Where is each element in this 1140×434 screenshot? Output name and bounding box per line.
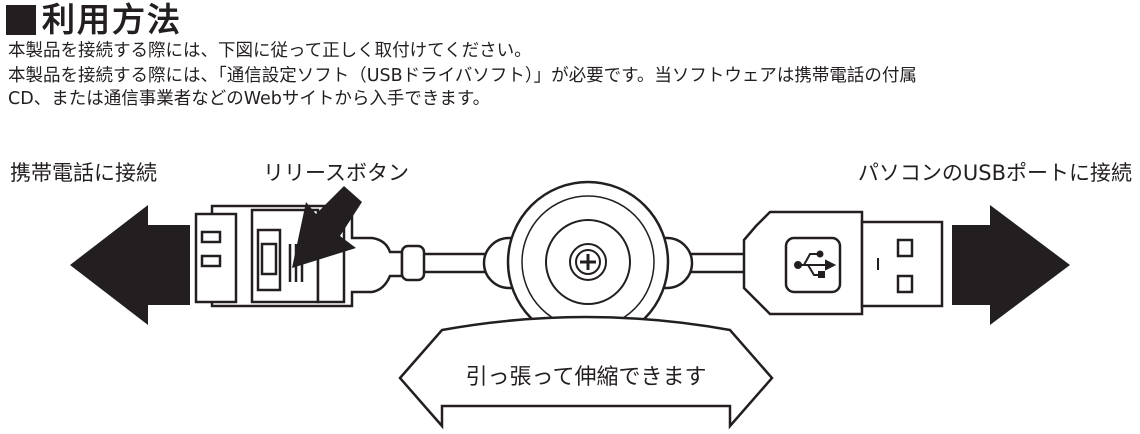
screw-icon: [569, 243, 607, 281]
usb-icon: [794, 250, 837, 278]
section-heading: 利用方法: [6, 0, 182, 40]
stretch-arrow-icon: [398, 315, 774, 430]
section-title: 利用方法: [42, 0, 182, 39]
heading-square-marker: [6, 5, 36, 35]
cable-lines: [422, 252, 752, 274]
label-pc-side: パソコンのUSBポートに接続: [857, 161, 1132, 185]
label-phone-side: 携帯電話に接続: [10, 161, 157, 185]
instruction-line-1: 本製品を接続する際には、下図に従って正しく取付けてください。: [8, 41, 532, 61]
usb-plug: [742, 210, 944, 316]
cable-reel: [482, 180, 694, 344]
label-stretch: 引っ張って伸縮できます: [465, 365, 707, 390]
label-release-button: リリースボタン: [263, 161, 409, 185]
pointer-arrow-icon: [292, 186, 362, 268]
arrow-right-icon: [952, 205, 1070, 325]
instruction-line-3: CD、または通信事業者などのWebサイトから入手できます。: [8, 89, 491, 109]
instruction-line-2: 本製品を接続する際には、「通信設定ソフト（USBドライバソフト）」が必要です。当…: [8, 66, 917, 86]
arrow-left-icon: [70, 205, 190, 325]
